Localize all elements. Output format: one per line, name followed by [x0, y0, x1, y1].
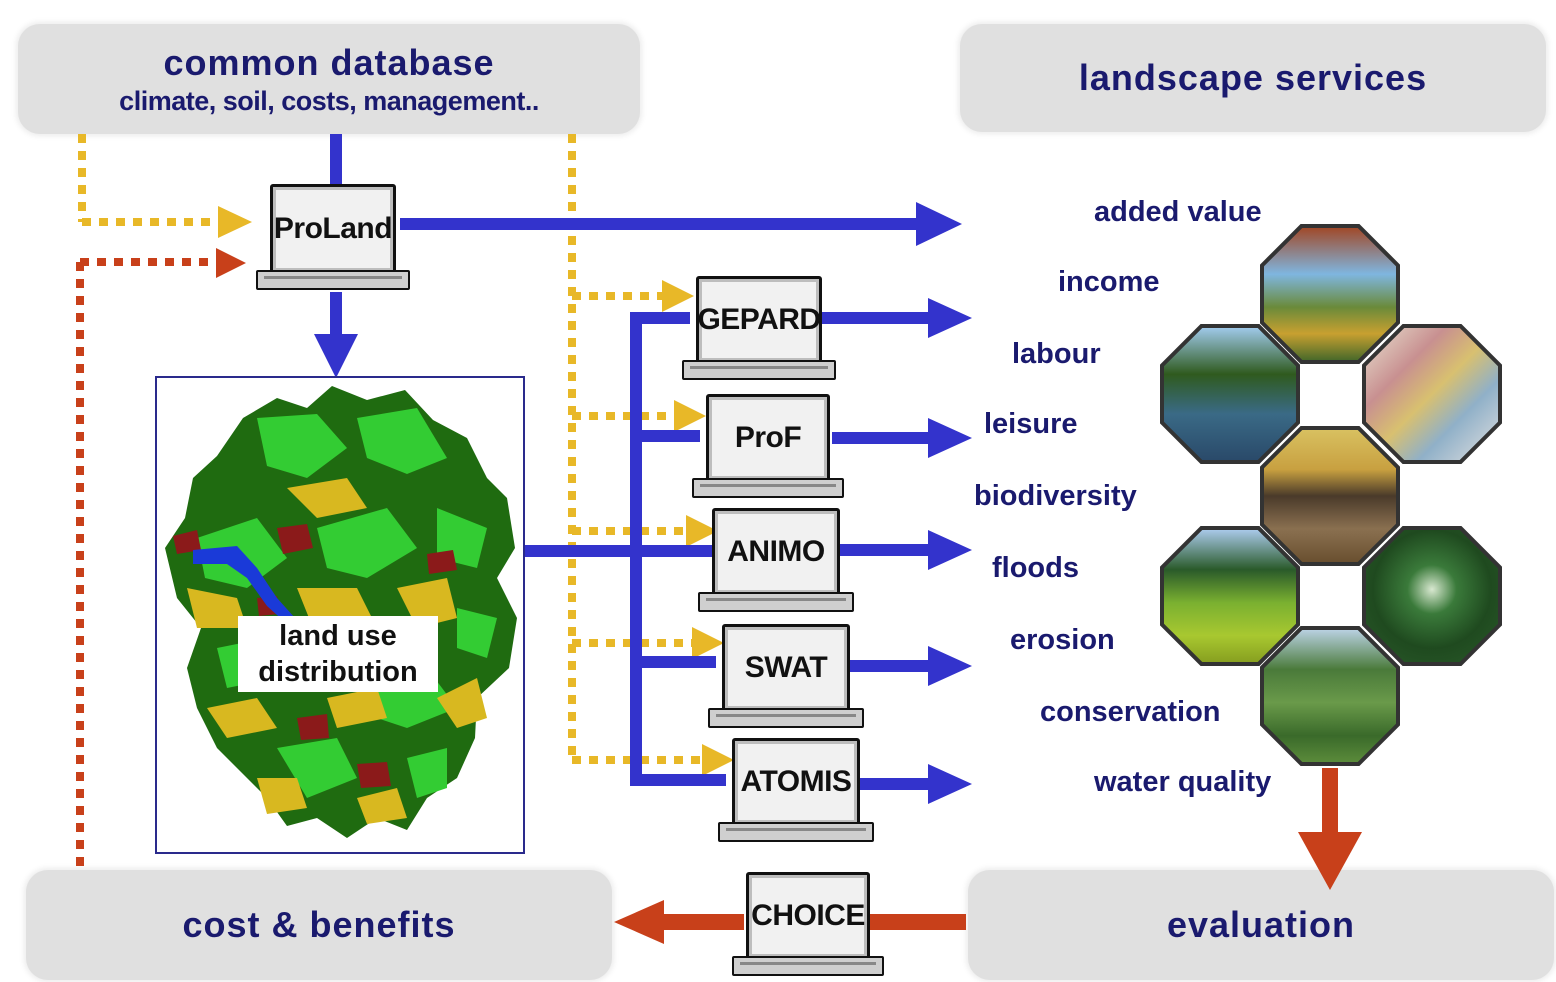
land-use-label-line1: land use — [279, 620, 397, 652]
feedback-dotted-line — [76, 258, 218, 868]
common-database-title: common database — [163, 41, 495, 83]
landscape-services-title: landscape services — [1078, 57, 1428, 98]
cost-benefits-panel: cost & benefits — [26, 870, 612, 980]
service-erosion: erosion — [1010, 624, 1115, 656]
gepard-model: GEPARD — [682, 276, 836, 380]
model-flow-arrowheads — [314, 202, 972, 804]
photo-tractor — [1260, 224, 1400, 364]
animo-label: ANIMO — [712, 508, 840, 596]
prof-label: ProF — [706, 394, 830, 482]
service-leisure: leisure — [984, 408, 1078, 440]
land-use-map — [165, 386, 517, 838]
evaluation-panel: evaluation — [968, 870, 1554, 980]
land-use-label-line2: distribution — [258, 656, 418, 688]
feedback-dotted-arrowhead — [216, 248, 246, 278]
proland-model: ProLand — [256, 184, 410, 290]
cost-benefits-title: cost & benefits — [182, 904, 456, 945]
evaluation-title: evaluation — [1166, 904, 1356, 945]
photo-nature-sign — [1362, 526, 1502, 666]
service-floods: floods — [992, 552, 1079, 584]
data-flow-arrowheads — [218, 206, 734, 776]
photo-wetland — [1260, 626, 1400, 766]
laptop-base — [698, 592, 854, 612]
service-water-quality: water quality — [1094, 766, 1272, 798]
atomis-model: ATOMIS — [718, 738, 874, 842]
photo-cyclist — [1260, 426, 1400, 566]
laptop-base — [708, 708, 864, 728]
animo-model: ANIMO — [698, 508, 854, 612]
service-added-value: added value — [1094, 196, 1262, 228]
atomis-label: ATOMIS — [732, 738, 860, 826]
landscape-services-panel: landscape services — [960, 24, 1546, 132]
photo-farmland — [1160, 526, 1300, 666]
laptop-base — [718, 822, 874, 842]
evaluation-flow — [660, 768, 1338, 930]
land-use-label: land use distribution — [238, 616, 438, 692]
choice-model: CHOICE — [732, 872, 884, 976]
proland-label: ProLand — [270, 184, 396, 274]
laptop-base — [692, 478, 844, 498]
land-use-map-frame — [155, 376, 525, 854]
service-biodiversity: biodiversity — [974, 480, 1137, 512]
prof-model: ProF — [692, 394, 844, 498]
evaluation-arrowheads — [614, 832, 1362, 944]
laptop-base — [256, 270, 410, 290]
model-flow-lines — [330, 134, 930, 790]
service-conservation: conservation — [1040, 696, 1221, 728]
swat-label: SWAT — [722, 624, 850, 712]
service-labour: labour — [1012, 338, 1101, 370]
photo-river — [1160, 324, 1300, 464]
laptop-base — [682, 360, 836, 380]
common-database-subtitle: climate, soil, costs, management.. — [119, 85, 539, 116]
laptop-base — [732, 956, 884, 976]
swat-model: SWAT — [708, 624, 864, 728]
gepard-label: GEPARD — [696, 276, 822, 364]
common-database-panel: common database climate, soil, costs, ma… — [18, 24, 640, 134]
service-income: income — [1058, 266, 1160, 298]
choice-label: CHOICE — [746, 872, 870, 960]
photo-money — [1362, 324, 1502, 464]
